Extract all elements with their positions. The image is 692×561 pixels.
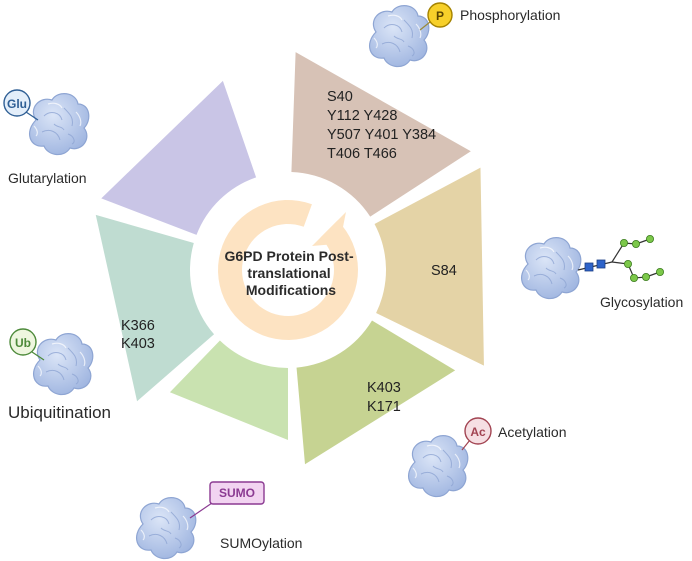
site-line: Y507 Y401 Y384 <box>327 127 436 143</box>
glutarylation-group: Glu Glutarylation <box>3 89 90 186</box>
sumo-badge-label: SUMO <box>219 486 255 500</box>
site-line: K403 <box>367 380 401 396</box>
arrowhead-icon <box>312 212 346 246</box>
acetylation-group: Ac Acetylation <box>407 417 566 498</box>
title-line-3: Modifications <box>246 282 336 298</box>
protein-icon <box>407 434 469 498</box>
site-line: T406 T466 <box>327 146 397 162</box>
glutaryl-badge-label: Glu <box>7 97 27 111</box>
segment-phosphorylation <box>291 52 471 217</box>
protein-icon <box>520 236 582 300</box>
segment-glutarylation <box>101 80 257 235</box>
site-line: K171 <box>367 399 401 415</box>
glycosylation-label: Glycosylation <box>600 294 683 310</box>
segment-glycosylation <box>374 167 484 366</box>
glycosylation-group: Glycosylation <box>520 234 683 310</box>
segment-acetylation <box>296 320 456 465</box>
acetylation-label: Acetylation <box>498 424 566 440</box>
center-cycle-arrow-icon <box>218 200 358 340</box>
phosphate-badge-label: P <box>436 9 444 23</box>
segment-sumoylation <box>169 340 288 440</box>
acetyl-badge-icon <box>464 417 492 445</box>
sumoylation-group: SUMO SUMOylation <box>135 481 302 560</box>
ring-segments <box>95 52 484 465</box>
site-line: Y112 Y428 <box>327 108 397 124</box>
title-line-2: translational <box>247 265 330 281</box>
ubiquitin-badge-icon <box>9 328 37 356</box>
sumo-badge-icon <box>209 481 265 505</box>
protein-icon <box>135 496 197 560</box>
phosphorylation-group: P Phosphorylation <box>368 2 560 68</box>
ubiquitination-sites: K366 K403 <box>121 318 155 352</box>
site-line: S40 <box>327 89 353 105</box>
phosphate-badge-icon <box>427 2 453 28</box>
site-line: K366 <box>121 318 155 334</box>
glutaryl-badge-icon <box>3 89 31 117</box>
glycan-chain-icon <box>577 234 665 282</box>
protein-icon <box>368 4 430 68</box>
glutarylation-label: Glutarylation <box>8 170 87 186</box>
protein-icon <box>32 332 94 396</box>
ubiquitination-label: Ubiquitination <box>8 403 111 422</box>
phosphorylation-label: Phosphorylation <box>460 7 560 23</box>
sumoylation-label: SUMOylation <box>220 535 302 551</box>
glycosylation-site: S84 <box>431 263 457 279</box>
segment-ubiquitination <box>95 214 215 402</box>
title-line-1: G6PD Protein Post- <box>224 248 353 264</box>
ubiquitination-group: Ub Ubiquitination <box>8 328 111 422</box>
protein-icon <box>28 92 90 156</box>
diagram-title: G6PD Protein Post- translational Modific… <box>224 248 357 298</box>
ubiquitin-badge-label: Ub <box>15 336 31 350</box>
site-line: K403 <box>121 336 155 352</box>
acetyl-badge-label: Ac <box>470 425 486 439</box>
phosphorylation-sites: S40 Y112 Y428 Y507 Y401 Y384 T406 T466 <box>327 89 436 162</box>
acetylation-sites: K403 K171 <box>367 380 401 415</box>
